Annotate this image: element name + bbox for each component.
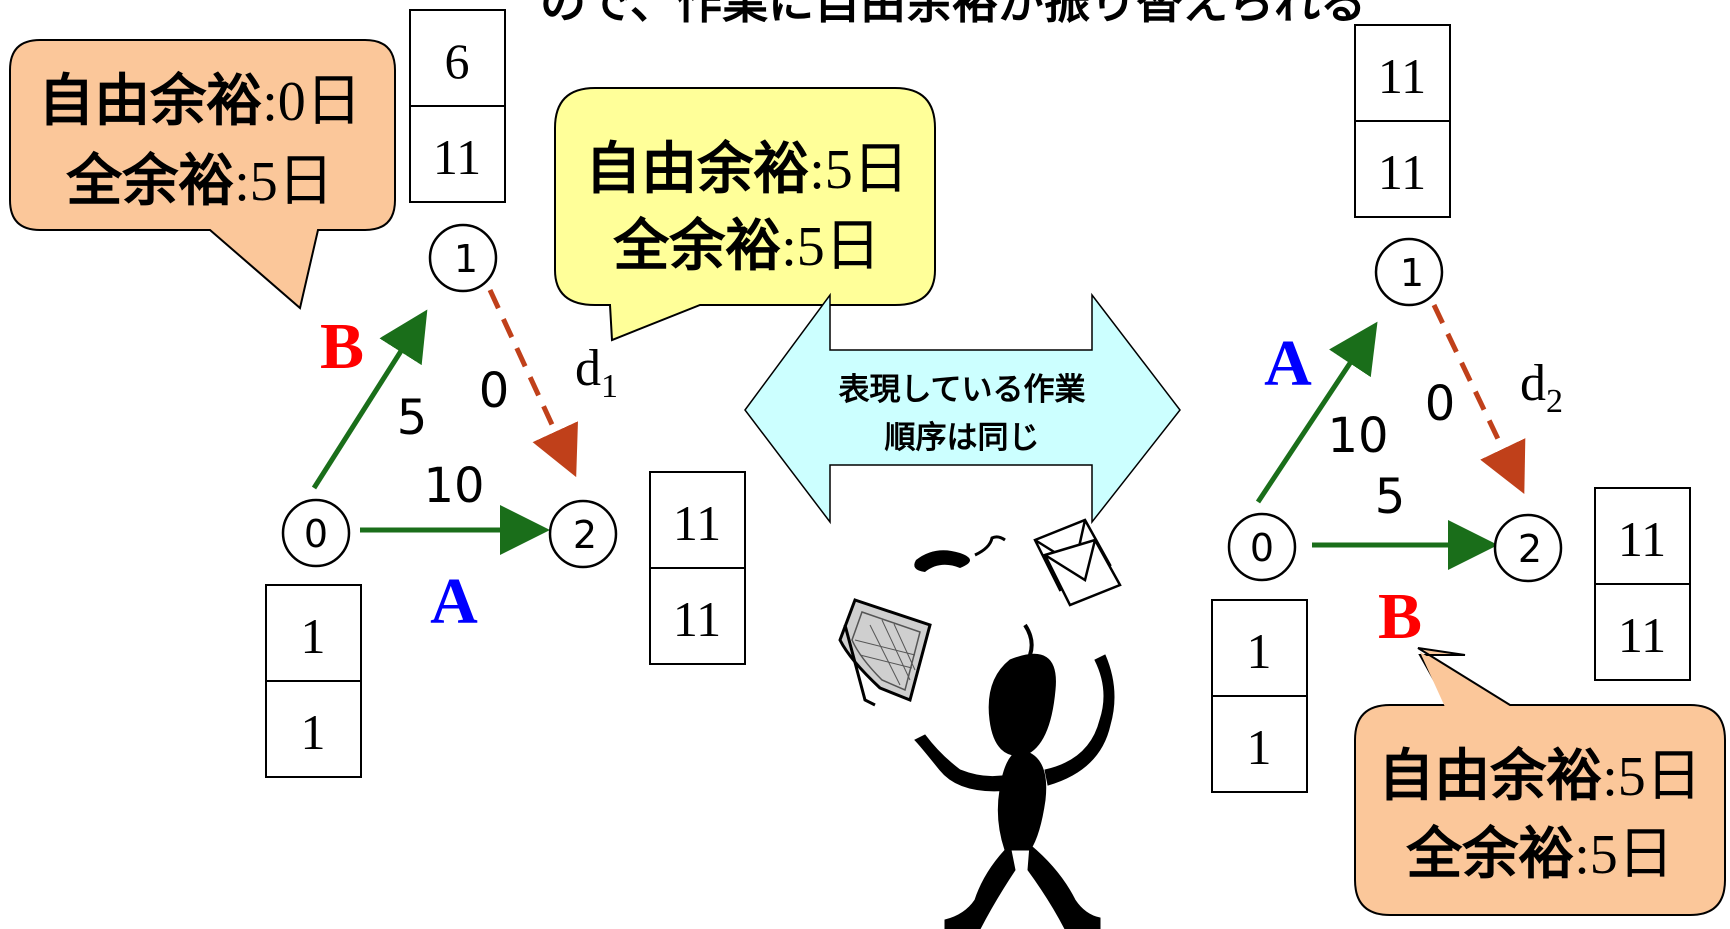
left-node-1-label: 1 [454,237,478,281]
right-dummy-arrow [1431,303,1526,495]
right-node-0: 0 [1227,512,1297,582]
left-activity-b-duration: 5 [397,390,428,446]
callout-left-b-line2: 全余裕:5日 [65,149,334,214]
left-node-0-timebox: 1 1 [265,584,362,778]
left-activity-a-duration: 10 [423,458,484,514]
left-node-0-early: 1 [301,608,326,664]
envelopes-icon [1033,518,1122,607]
callout-right-b-line2: 全余裕:5日 [1405,822,1674,887]
left-activity-a-label: A [430,565,478,638]
left-dummy-duration: 0 [479,363,510,419]
right-activity-a-label: A [1264,327,1312,400]
left-node-0-late: 1 [301,704,326,760]
callout-left-dummy-line1: 自由余裕:5日 [585,137,909,202]
right-node-0-label: 0 [1250,526,1274,570]
left-node-2-label: 2 [573,513,597,557]
right-node-0-late: 1 [1247,719,1272,775]
phone-icon [914,535,1006,572]
right-arrow-a [1255,321,1378,504]
figure-silhouette [914,623,1115,929]
left-arrow-b [311,309,428,490]
left-node-1-early: 6 [445,33,470,89]
left-network: 6 11 1 1 11 11 0 1 [265,9,746,778]
juggling-figure-clipart [838,518,1122,929]
right-node-1: 1 [1374,237,1444,307]
right-node-2-early: 11 [1618,511,1666,567]
right-node-1-label: 1 [1400,251,1424,295]
callout-right-b: 自由余裕:5日 全余裕:5日 [1354,647,1726,916]
right-node-2-timebox: 11 11 [1594,487,1691,681]
left-node-0-label: 0 [304,512,328,556]
right-network: 11 11 1 1 11 11 0 1 [1211,24,1691,793]
callout-left-b: 自由余裕:0日 全余裕:5日 [9,39,396,310]
slide-title-fragment: ので、作業に自由余裕が振り替えられる [540,0,1366,29]
left-node-1-timebox: 6 11 [409,9,506,203]
left-dummy-arrow [487,288,578,478]
callout-left-dummy: 自由余裕:5日 全余裕:5日 [554,87,936,342]
right-node-2: 2 [1493,513,1563,583]
keyboard-icon [838,598,932,707]
left-dummy-label: d1 [575,340,618,405]
center-arrow-line1: 表現している作業 [838,372,1085,408]
left-node-2-late: 11 [673,591,721,647]
left-node-2: 2 [548,499,618,569]
right-node-1-early: 11 [1378,48,1426,104]
left-node-2-timebox: 11 11 [649,471,746,665]
left-activity-b-label: B [320,310,364,383]
left-node-0: 0 [281,498,351,568]
right-activity-b-label: B [1378,580,1422,653]
center-arrow-line2: 順序は同じ [885,420,1040,456]
right-node-2-late: 11 [1618,607,1666,663]
right-dummy-label: d2 [1520,355,1563,420]
right-activity-b-duration: 5 [1375,469,1406,525]
right-dummy-duration: 0 [1425,376,1456,432]
right-node-1-late: 11 [1378,144,1426,200]
left-node-1: 1 [428,223,498,293]
left-node-2-early: 11 [673,495,721,551]
left-node-1-late: 11 [433,129,481,185]
callout-right-b-line1: 自由余裕:5日 [1378,744,1702,809]
callout-left-dummy-line2: 全余裕:5日 [612,214,881,279]
right-node-0-timebox: 1 1 [1211,599,1308,793]
right-node-1-timebox: 11 11 [1354,24,1451,218]
right-node-0-early: 1 [1247,623,1272,679]
right-activity-a-duration: 10 [1327,408,1388,464]
center-double-arrow: 表現している作業 順序は同じ [744,292,1181,525]
right-node-2-label: 2 [1518,527,1542,571]
callout-left-b-line1: 自由余裕:0日 [38,69,362,134]
